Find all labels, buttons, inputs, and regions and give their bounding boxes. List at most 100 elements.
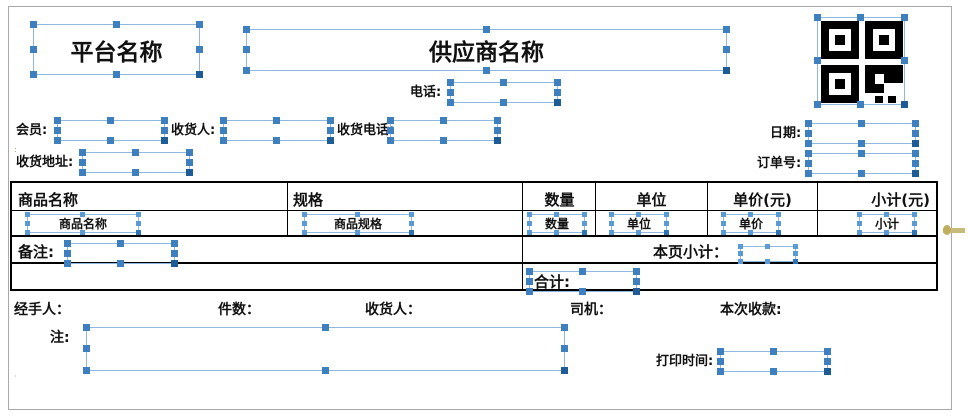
- resize-handle-nw[interactable]: [814, 14, 821, 21]
- resize-handle-s[interactable]: [321, 367, 329, 374]
- resize-handle-w[interactable]: [717, 357, 724, 365]
- resize-handle-nw[interactable]: [302, 212, 307, 217]
- resize-handle-ne[interactable]: [136, 212, 141, 217]
- cell-field-subtotal[interactable]: 小计: [857, 212, 917, 235]
- resize-handle-sw[interactable]: [738, 259, 743, 264]
- resize-handle-w[interactable]: [25, 220, 30, 226]
- resize-handle-w[interactable]: [54, 126, 61, 134]
- remark-field[interactable]: [64, 240, 178, 267]
- resize-handle-se[interactable]: [793, 259, 798, 264]
- resize-handle-w[interactable]: [857, 220, 862, 226]
- resize-handle-s[interactable]: [132, 169, 139, 176]
- resize-handle-n[interactable]: [858, 150, 865, 157]
- resize-handle-nw[interactable]: [717, 348, 724, 355]
- resize-handle-ne[interactable]: [409, 212, 414, 217]
- resize-handle-s[interactable]: [355, 230, 360, 235]
- resize-handle-e[interactable]: [327, 126, 334, 134]
- resize-handle-sw[interactable]: [220, 137, 227, 144]
- resize-handle-e[interactable]: [824, 357, 831, 365]
- date-field[interactable]: [805, 120, 919, 147]
- resize-handle-ne[interactable]: [912, 212, 917, 217]
- resize-handle-nw[interactable]: [805, 120, 812, 127]
- resize-handle-w[interactable]: [64, 249, 71, 257]
- resize-handle-ne[interactable]: [793, 244, 798, 249]
- resize-handle-w[interactable]: [814, 57, 821, 64]
- resize-handle-se[interactable]: [161, 137, 168, 144]
- resize-handle-sw[interactable]: [609, 230, 614, 235]
- resize-handle-n[interactable]: [765, 244, 770, 249]
- resize-handle-s[interactable]: [440, 137, 447, 144]
- resize-handle-n[interactable]: [355, 212, 360, 217]
- resize-handle-sw[interactable]: [54, 137, 61, 144]
- resize-handle-sw[interactable]: [243, 67, 250, 74]
- resize-handle-nw[interactable]: [721, 212, 726, 217]
- cell-field-unit[interactable]: 单位: [609, 212, 669, 235]
- print-time-field[interactable]: [717, 348, 831, 375]
- resize-handle-n[interactable]: [748, 212, 753, 217]
- resize-handle-w[interactable]: [83, 345, 90, 352]
- resize-handle-nw[interactable]: [83, 324, 90, 331]
- resize-handle-e[interactable]: [136, 220, 141, 226]
- resize-handle-se[interactable]: [912, 170, 919, 177]
- resize-handle-n[interactable]: [579, 268, 586, 275]
- resize-handle-sw[interactable]: [717, 368, 724, 375]
- resize-handle-se[interactable]: [196, 71, 203, 78]
- resize-handle-sw[interactable]: [805, 170, 812, 177]
- resize-handle-sw[interactable]: [83, 367, 90, 374]
- resize-handle-e[interactable]: [582, 220, 587, 226]
- resize-handle-ne[interactable]: [912, 120, 919, 127]
- resize-handle-n[interactable]: [858, 120, 865, 127]
- resize-handle-nw[interactable]: [25, 212, 30, 217]
- items-table[interactable]: 商品名称 规格 数量 单位 单价(元) 小计(元) 备注: 本页小计：: [10, 181, 938, 291]
- resize-handle-e[interactable]: [912, 220, 917, 226]
- resize-handle-sw[interactable]: [79, 169, 86, 176]
- order-no-field[interactable]: [805, 150, 919, 177]
- resize-handle-sw[interactable]: [721, 230, 726, 235]
- receiver-phone-field[interactable]: [387, 117, 501, 144]
- resize-handle-ne[interactable]: [171, 240, 178, 247]
- resize-handle-s[interactable]: [112, 71, 120, 78]
- resize-handle-w[interactable]: [30, 45, 37, 53]
- resize-handle-e[interactable]: [171, 249, 178, 257]
- resize-handle-se[interactable]: [554, 99, 561, 106]
- resize-handle-w[interactable]: [738, 251, 743, 256]
- resize-handle-se[interactable]: [171, 260, 178, 267]
- resize-handle-e[interactable]: [186, 158, 193, 166]
- resize-handle-n[interactable]: [107, 117, 114, 124]
- resize-handle-se[interactable]: [901, 101, 908, 108]
- resize-handle-ne[interactable]: [196, 21, 203, 28]
- resize-handle-w[interactable]: [526, 277, 533, 285]
- resize-handle-e[interactable]: [161, 126, 168, 134]
- resize-handle-n[interactable]: [321, 324, 329, 331]
- resize-handle-e[interactable]: [664, 220, 669, 226]
- resize-handle-se[interactable]: [824, 368, 831, 375]
- resize-handle-ne[interactable]: [901, 14, 908, 21]
- resize-handle-n[interactable]: [770, 348, 777, 355]
- resize-handle-n[interactable]: [482, 26, 490, 33]
- resize-handle-n[interactable]: [884, 212, 889, 217]
- resize-handle-sw[interactable]: [805, 140, 812, 147]
- resize-handle-n[interactable]: [112, 21, 120, 28]
- resize-handle-w[interactable]: [721, 220, 726, 226]
- resize-handle-ne[interactable]: [912, 150, 919, 157]
- resize-handle-e[interactable]: [723, 46, 730, 53]
- resize-handle-se[interactable]: [186, 169, 193, 176]
- resize-handle-s[interactable]: [748, 230, 753, 235]
- resize-handle-n[interactable]: [500, 79, 507, 86]
- resize-handle-nw[interactable]: [30, 21, 37, 28]
- resize-handle-w[interactable]: [609, 220, 614, 226]
- resize-handle-s[interactable]: [500, 99, 507, 106]
- resize-handle-nw[interactable]: [526, 268, 533, 275]
- cell-field-quantity[interactable]: 数量: [527, 212, 587, 235]
- resize-handle-w[interactable]: [527, 220, 532, 226]
- resize-handle-s[interactable]: [765, 259, 770, 264]
- resize-handle-n[interactable]: [636, 212, 641, 217]
- resize-handle-n[interactable]: [132, 149, 139, 156]
- resize-handle-n[interactable]: [554, 212, 559, 217]
- resize-handle-n[interactable]: [440, 117, 447, 124]
- resize-handle-e[interactable]: [912, 159, 919, 167]
- resize-handle-n[interactable]: [80, 212, 85, 217]
- anchor-handle[interactable]: [943, 225, 965, 235]
- resize-handle-nw[interactable]: [527, 212, 532, 217]
- resize-handle-e[interactable]: [494, 126, 501, 134]
